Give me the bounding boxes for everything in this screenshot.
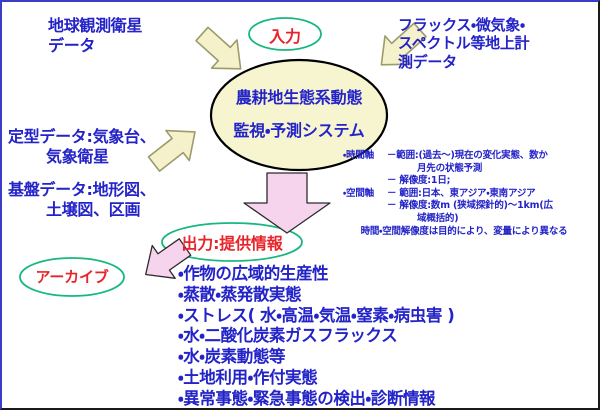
output-information-list: ・作物の広域的生産性 ・蒸散・蒸発散実態 ・ストレス( 水・高温・気温・窒素・病…	[178, 264, 455, 408]
output-list-container: ・作物の広域的生産性 ・蒸散・蒸発散実態 ・ストレス( 水・高温・気温・窒素・病…	[178, 264, 455, 408]
system-name-line-2: 監視・予測システム	[233, 121, 365, 140]
list-item: ・水・二酸化炭素ガスフラックス	[178, 326, 398, 346]
list-item: ・蒸散・蒸発散実態	[178, 284, 302, 304]
list-item: ・水・炭素動態等	[178, 347, 286, 367]
spec-time-resolution: － 解像度:1日;	[387, 175, 451, 187]
system-ellipse	[209, 58, 389, 172]
list-item: ・作物の広域的生産性	[178, 264, 329, 283]
system-ellipse-text: 農耕地生態系動態 監視・予測システム	[214, 84, 384, 141]
arrow-flux-to-system	[380, 22, 427, 66]
arrow-satellite-to-system	[195, 26, 242, 70]
spec-time-axis-key: ・時間軸	[343, 150, 374, 161]
spec-space-resolution-continuation: 域概括的)	[417, 212, 459, 224]
input-label-base-data: 基盤データ:地形図、土壌図、区画	[8, 180, 156, 219]
list-item: ・異常事態・緊急事態の検出・診断情報	[178, 388, 436, 408]
spec-note: 時間・空間解像度は目的により、変量により異なる	[360, 226, 568, 238]
spec-time-range-value: －範囲:(過去～)現在の変化実態、数か	[387, 150, 548, 161]
spec-time-range-row: ・時間軸 －範囲:(過去～)現在の変化実態、数か	[343, 150, 598, 163]
system-name-line-1: 農耕地生態系動態	[235, 88, 363, 107]
spec-time-range-continuation: 月先の状態予測	[417, 162, 483, 174]
arrow-system-to-output	[243, 172, 331, 234]
base-data-line-1: 基盤データ:地形図、	[8, 180, 156, 199]
archive-badge-oval	[19, 257, 125, 297]
input-label-satellite-data: 地球観測衛星 データ	[48, 16, 143, 55]
input-badge-label: 入力	[269, 27, 301, 46]
spec-space-axis-key: ・空間軸	[343, 187, 374, 199]
input-label-flux-data: フラックス・微気象・ スペクトル等地上計 測データ	[398, 16, 530, 71]
archive-badge-label: アーカイブ	[35, 268, 109, 286]
base-data-line-2: 土壌図、区画	[46, 199, 141, 219]
standard-data-line-2: 気象衛星	[46, 146, 109, 166]
input-badge-oval	[248, 17, 322, 51]
arrow-ground-data-to-system	[147, 129, 196, 172]
list-item: ・ストレス( 水・高温・気温・窒素・病虫害 )	[178, 305, 455, 325]
spec-space-range-value: － 範囲:日本、東アジア・東南アジア	[387, 187, 536, 199]
output-badge-oval	[161, 222, 303, 262]
input-label-standard-data: 定型データ:気象台、気象衛星	[8, 127, 156, 166]
standard-data-line-1: 定型データ:気象台、	[8, 127, 156, 146]
specification-block: ・時間軸 －範囲:(過去～)現在の変化実態、数か 月先の状態予測 － 解像度:1…	[343, 150, 598, 239]
output-badge-label: 出力:提供情報	[181, 234, 283, 253]
spec-space-range-row: ・空間軸 － 範囲:日本、東アジア・東南アジア	[343, 187, 598, 201]
list-item: ・土地利用・作付実態	[178, 367, 318, 387]
arrow-output-to-archive	[145, 238, 192, 279]
spec-space-resolution: － 解像度:数m (狭域探針的)～1km(広	[387, 200, 553, 212]
